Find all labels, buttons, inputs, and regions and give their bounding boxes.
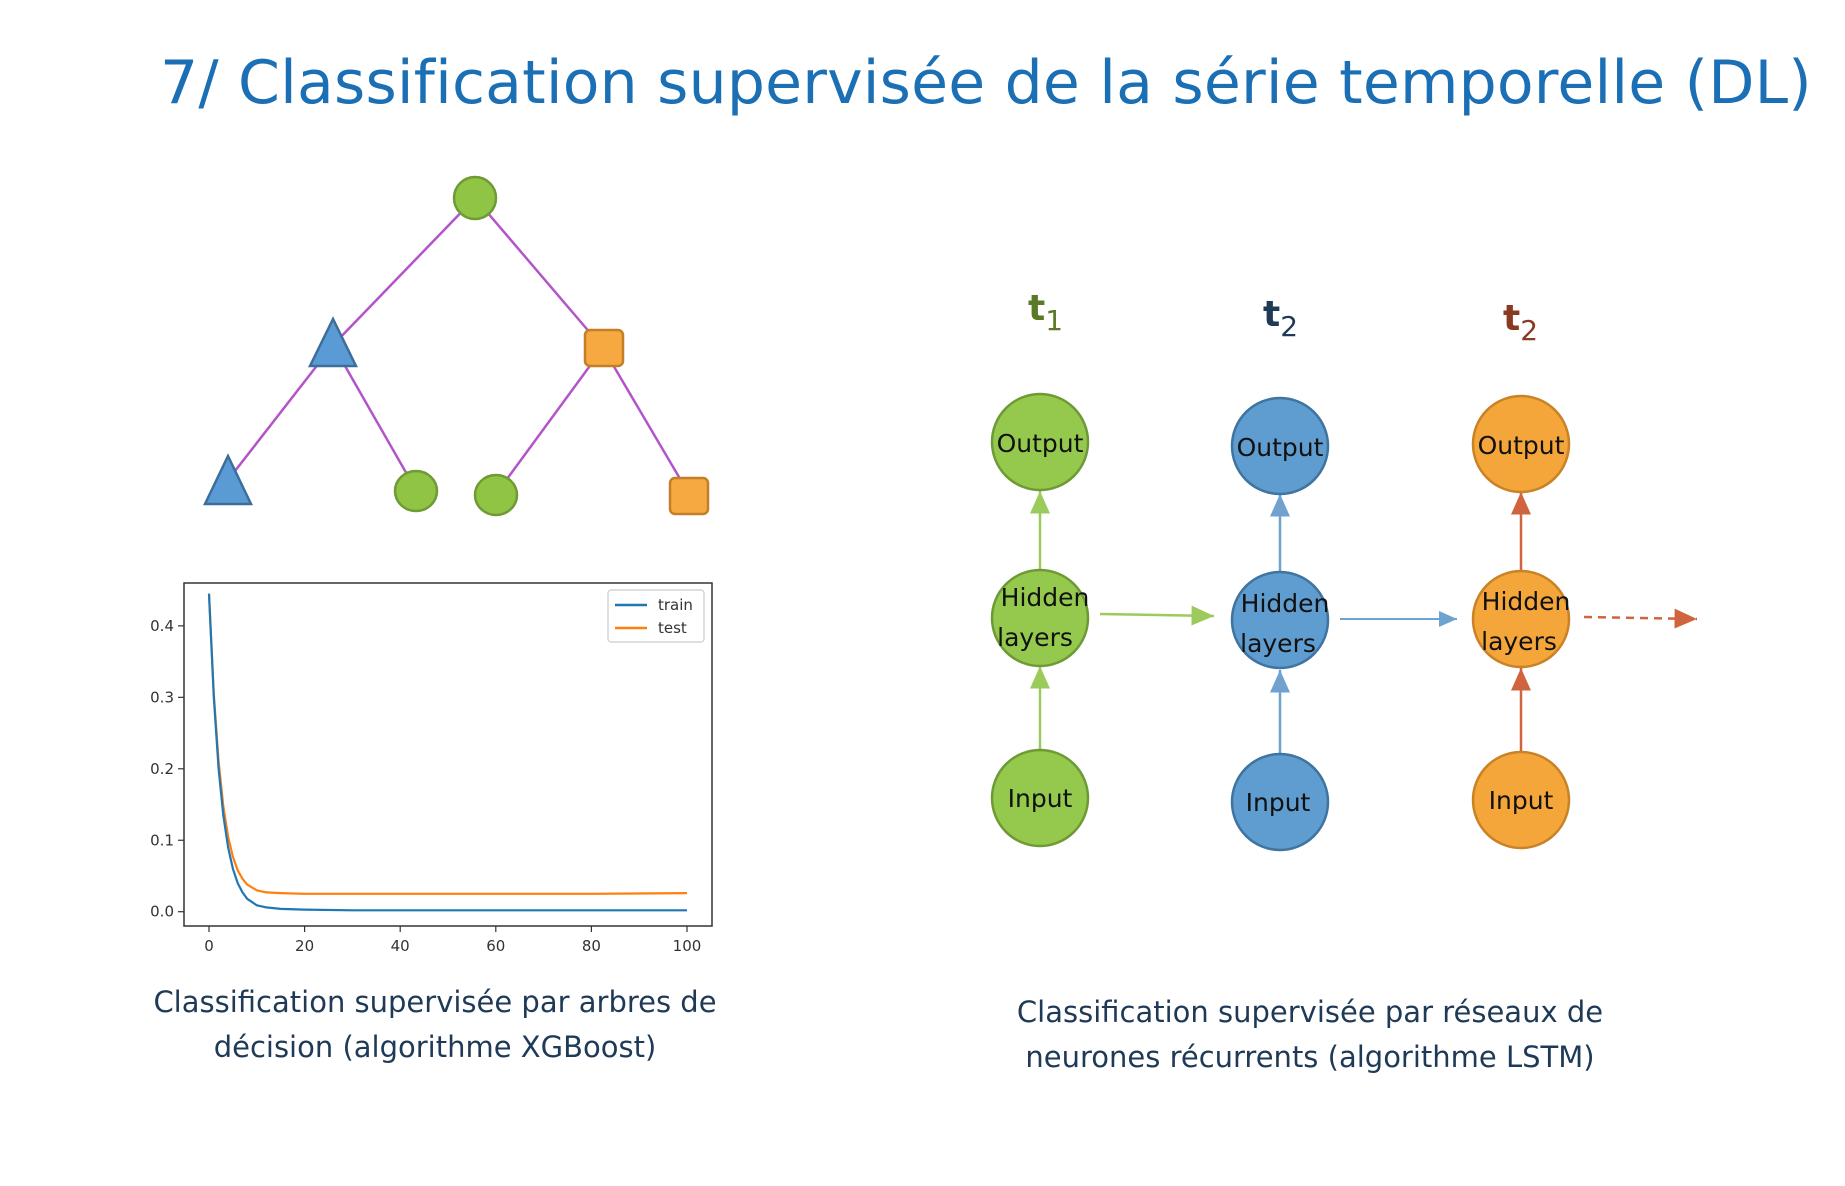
- legend-label-test: test: [658, 619, 687, 637]
- y-tick-label: 0.1: [150, 831, 174, 849]
- series-line-train: [207, 593, 687, 912]
- output-node-label: Output: [1237, 433, 1324, 462]
- time-label-2: t2: [1263, 294, 1298, 343]
- x-tick-label: 40: [391, 937, 410, 955]
- y-tick-label: 0.4: [150, 617, 174, 635]
- hidden-node-label-line2: layers: [1240, 629, 1316, 658]
- hidden-node-3: [1471, 569, 1571, 669]
- x-tick-label: 100: [673, 937, 702, 955]
- time-label-1: t1: [1028, 288, 1063, 337]
- input-node-label: Input: [1008, 784, 1073, 813]
- input-node-label: Input: [1489, 786, 1554, 815]
- input-node-1: [990, 748, 1090, 848]
- hidden-node-label-line2: layers: [1481, 627, 1557, 656]
- tree-edge: [474, 197, 604, 349]
- tree-edge: [331, 344, 418, 491]
- tree-edge: [332, 197, 476, 346]
- tree-square-node: [583, 328, 625, 368]
- loss-chart: 0 20 40 60 80 100 0.0 0.1 0.2 0.3 0.4 train test: [150, 582, 713, 955]
- tree-edges: [227, 197, 691, 495]
- tree-leaf-circle-node: [473, 473, 519, 517]
- tree-edge: [601, 347, 691, 495]
- recurrent-arrow-3: [1583, 608, 1698, 629]
- hidden-node-label-line1: Hidden: [1001, 583, 1090, 612]
- caption-line: décision (algorithme XGBoost): [213, 1030, 657, 1064]
- caption-rnn: Classification supervisée par réseaux de…: [960, 990, 1660, 1080]
- x-tick-label: 20: [295, 937, 314, 955]
- tree-root-circle-node: [452, 175, 498, 221]
- chart-ticks: 0 20 40 60 80 100 0.0 0.1 0.2 0.3 0.4: [150, 617, 701, 955]
- y-tick-label: 0.3: [150, 688, 174, 706]
- output-node-3: [1471, 394, 1571, 494]
- time-label-3: t2: [1503, 298, 1538, 347]
- rnn-diagram: t1 t2 t2 Output Hidden layers Input Outp…: [990, 288, 1698, 852]
- slide-title: 7/ Classification supervisée de la série…: [160, 48, 1812, 118]
- input-node-3: [1471, 750, 1571, 850]
- x-tick-label: 60: [486, 937, 505, 955]
- tree-edge: [494, 347, 605, 495]
- caption-line: Classification supervisée par arbres de: [153, 985, 717, 1019]
- decision-tree: [203, 175, 710, 517]
- output-node-label: Output: [997, 429, 1084, 458]
- input-node-2: [1230, 752, 1330, 852]
- tree-triangle-node: [307, 316, 359, 368]
- hidden-node-label-line1: Hidden: [1241, 589, 1330, 618]
- hidden-node-2: [1230, 570, 1330, 670]
- output-node-1: [990, 392, 1090, 492]
- output-node-2: [1230, 396, 1330, 496]
- x-tick-label: 80: [582, 937, 601, 955]
- tree-leaf-triangle-node: [203, 453, 253, 506]
- input-node-label: Input: [1246, 788, 1311, 817]
- chart-legend: train test: [607, 589, 705, 643]
- recurrent-arrow-1: [1099, 605, 1215, 626]
- y-tick-label: 0.0: [150, 903, 174, 921]
- hidden-node-1: [990, 568, 1090, 668]
- y-tick-label: 0.2: [150, 760, 174, 778]
- hidden-node-label-line1: Hidden: [1482, 587, 1571, 616]
- chart-lines: [207, 593, 688, 912]
- hidden-node-label-line2: layers: [997, 623, 1073, 652]
- legend-label-train: train: [658, 596, 693, 614]
- caption-decision-tree: Classification supervisée par arbres de …: [95, 980, 775, 1070]
- tree-leaf-square-node: [668, 476, 710, 516]
- x-tick-label: 0: [204, 937, 214, 955]
- caption-line: neurones récurrents (algorithme LSTM): [1025, 1040, 1595, 1074]
- caption-line: Classification supervisée par réseaux de: [1016, 995, 1604, 1029]
- tree-leaf-circle-node: [393, 469, 439, 513]
- output-node-label: Output: [1478, 431, 1565, 460]
- tree-edge: [227, 344, 334, 481]
